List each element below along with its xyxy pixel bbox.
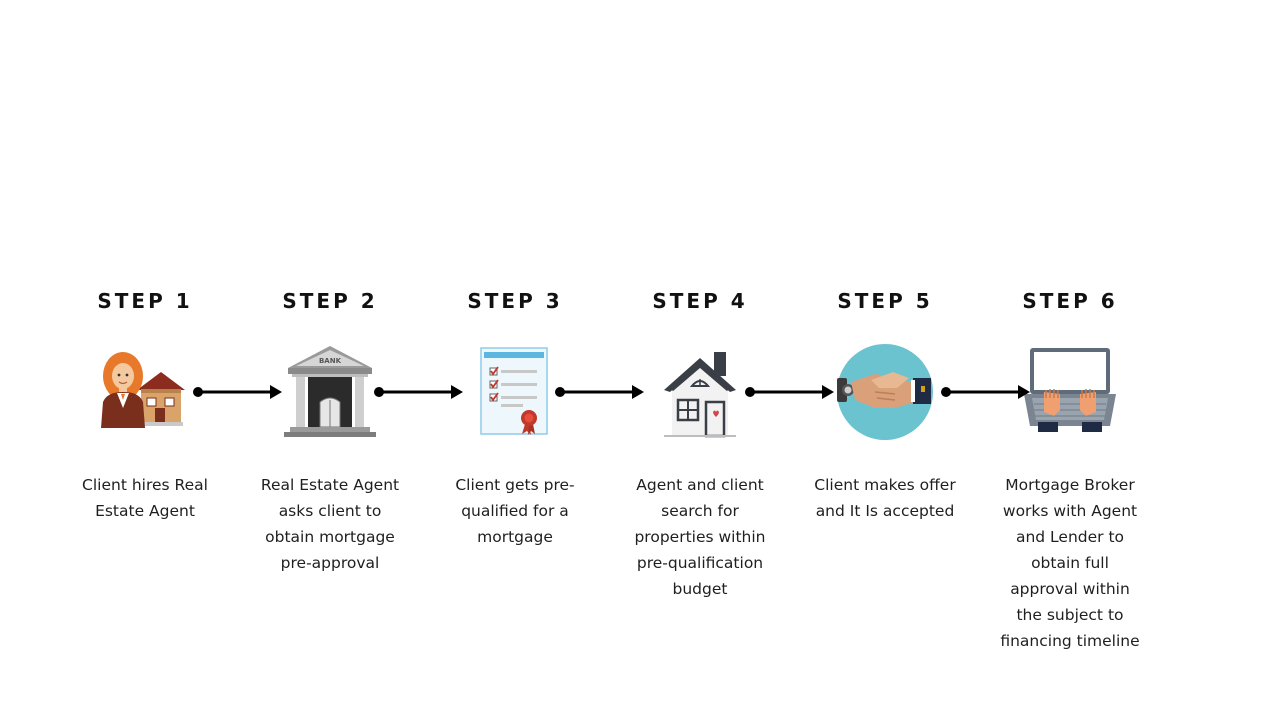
step-4: STEP 4 Agent and client search for prope… <box>610 0 790 720</box>
step-title: STEP 3 <box>467 289 563 313</box>
laptop-typing-icon <box>1020 342 1120 442</box>
step-title: STEP 4 <box>652 289 748 313</box>
step-title: STEP 5 <box>837 289 933 313</box>
step-description: Client makes offer and It Is accepted <box>814 476 956 520</box>
arrow-connector-2 <box>373 383 465 401</box>
arrow-connector-1 <box>192 383 284 401</box>
step-1: STEP 1 Client hires Real Estate Age <box>55 0 235 720</box>
arrow-connector-5 <box>940 383 1032 401</box>
step-description: Client gets pre- qualified for a mortgag… <box>455 476 575 546</box>
step-title: STEP 6 <box>1022 289 1118 313</box>
step-description: Agent and client search for properties w… <box>634 476 766 598</box>
arrow-connector-4 <box>744 383 836 401</box>
arrow-connector-3 <box>554 383 646 401</box>
step-5: STEP 5 Client makes offer and It Is acce… <box>795 0 975 720</box>
step-description: Client hires Real Estate Agent <box>82 476 208 520</box>
bank-icon-label: BANK <box>319 357 342 365</box>
house-icon <box>650 342 750 442</box>
step-title: STEP 2 <box>282 289 378 313</box>
step-2: STEP 2 BANK Real Estate Agent asks clien… <box>240 0 420 720</box>
step-description: Real Estate Agent asks client to obtain … <box>260 476 400 572</box>
handshake-icon <box>835 342 935 442</box>
step-description: Mortgage Broker works with Agent and Len… <box>1000 476 1140 650</box>
real-estate-agent-icon <box>95 342 195 442</box>
step-3: STEP 3 Client gets pre- qualified for a … <box>425 0 605 720</box>
certificate-document-icon <box>465 342 565 442</box>
step-6: STEP 6 Mortgage Broker works with Agent … <box>980 0 1160 720</box>
step-title: STEP 1 <box>97 289 193 313</box>
bank-icon: BANK <box>280 342 380 442</box>
